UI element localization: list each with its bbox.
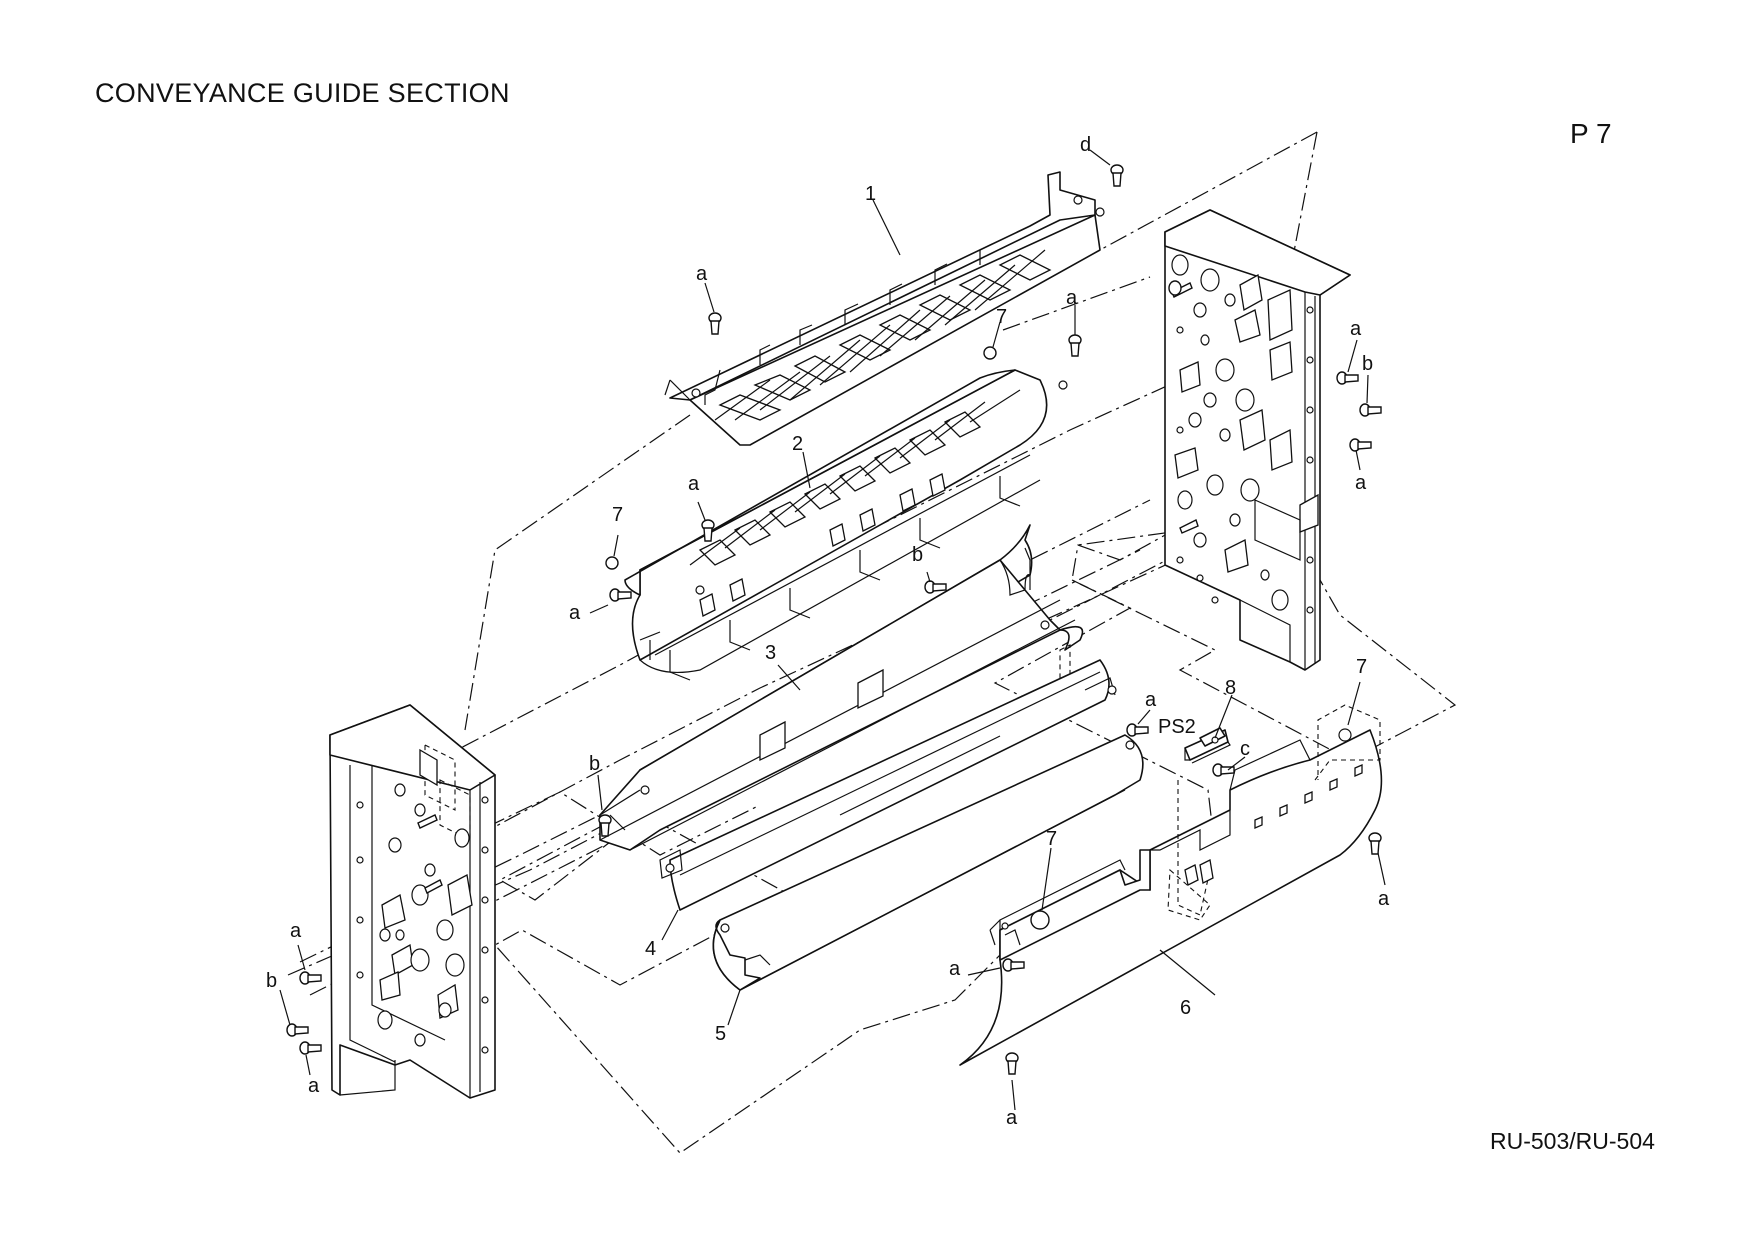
callout-part-5: 5 xyxy=(715,1023,726,1045)
screw-a-rightframe-bottom-icon xyxy=(1349,438,1372,452)
part-6-lower-cover xyxy=(959,704,1383,1066)
callout-part-1: 1 xyxy=(865,183,876,205)
part-2-curved-guide xyxy=(624,369,1068,681)
part-4-guide-plate xyxy=(659,659,1117,911)
part-3-lower-guide xyxy=(599,524,1084,851)
screw-b-leftframe-icon xyxy=(286,1023,309,1037)
callout-sensor-ps2: PS2 xyxy=(1158,716,1196,738)
screw-a-part6-bottom-icon xyxy=(1005,1052,1019,1075)
fastener-7-bottom-icon xyxy=(1030,910,1050,930)
screw-a-leftframe-bottom-icon xyxy=(299,1041,322,1055)
callout-screw-a-top: a xyxy=(696,263,708,285)
fastener-7-top-icon xyxy=(983,346,997,360)
callout-screw-b-part3: b xyxy=(589,753,600,775)
screw-a-rightframe-top-icon xyxy=(1336,371,1359,385)
callout-screw-a-rightframe-top: a xyxy=(1350,318,1362,340)
callout-screw-a-mid: a xyxy=(688,473,700,495)
callout-screw-a-leftframe-top: a xyxy=(290,920,302,942)
page-title: CONVEYANCE GUIDE SECTION xyxy=(95,78,510,108)
part-8-sensor-ps2 xyxy=(1184,727,1231,764)
screw-a-part4-icon xyxy=(1126,723,1149,737)
callout-part-4: 4 xyxy=(645,938,656,960)
callout-screw-a-part6-mid: a xyxy=(949,958,961,980)
right-side-frame xyxy=(1164,209,1351,671)
callout-part-7-bottom: 7 xyxy=(1046,828,1057,850)
callout-screw-b-leftframe: b xyxy=(266,970,277,992)
callout-screw-c: c xyxy=(1240,738,1250,760)
screw-c-icon xyxy=(1212,763,1235,777)
fastener-7-left-icon xyxy=(605,556,619,570)
screw-a-top-icon xyxy=(708,312,722,335)
model-number: RU-503/RU-504 xyxy=(1490,1128,1655,1154)
callout-part-7-left: 7 xyxy=(612,504,623,526)
screw-b-mid-icon xyxy=(924,580,947,594)
screws xyxy=(286,164,1382,1075)
callout-part-7-right: 7 xyxy=(1356,656,1367,678)
left-side-frame xyxy=(329,704,496,1099)
callout-part-6: 6 xyxy=(1180,997,1191,1019)
callout-part-3: 3 xyxy=(765,642,776,664)
screw-a-leftframe-top-icon xyxy=(299,971,322,985)
screw-d-icon xyxy=(1110,164,1124,187)
callout-part-2: 2 xyxy=(792,433,803,455)
page-number: P 7 xyxy=(1570,118,1612,149)
callout-screw-a-part2: a xyxy=(1066,287,1078,309)
callout-part-8: 8 xyxy=(1225,677,1236,699)
leader-lines xyxy=(279,149,1386,1111)
part-5-curved-plate xyxy=(712,734,1144,991)
screw-a-part2-icon xyxy=(1068,334,1082,357)
callout-screw-b-mid: b xyxy=(912,544,923,566)
screw-a-part6-right-icon xyxy=(1368,832,1382,855)
callout-screw-a-part6-bottom: a xyxy=(1006,1107,1018,1129)
callout-screw-a-left: a xyxy=(569,602,581,624)
screw-a-left-icon xyxy=(609,588,632,602)
callout-screw-a-leftframe-bottom: a xyxy=(308,1075,320,1097)
callout-labels: 1 d a a 7 2 a 7 a b 3 b 4 5 a PS2 8 c 7 … xyxy=(266,134,1390,1129)
callout-screw-a-rightframe-bottom: a xyxy=(1355,472,1367,494)
callout-screw-b-rightframe: b xyxy=(1362,353,1373,375)
callout-part-7-top: 7 xyxy=(996,306,1007,328)
callout-screw-d: d xyxy=(1080,134,1091,156)
callout-screw-a-part6-right: a xyxy=(1378,888,1390,910)
part-1-upper-guide-plate xyxy=(664,171,1105,446)
callout-screw-a-part4: a xyxy=(1145,689,1157,711)
screw-b-rightframe-icon xyxy=(1359,403,1382,417)
